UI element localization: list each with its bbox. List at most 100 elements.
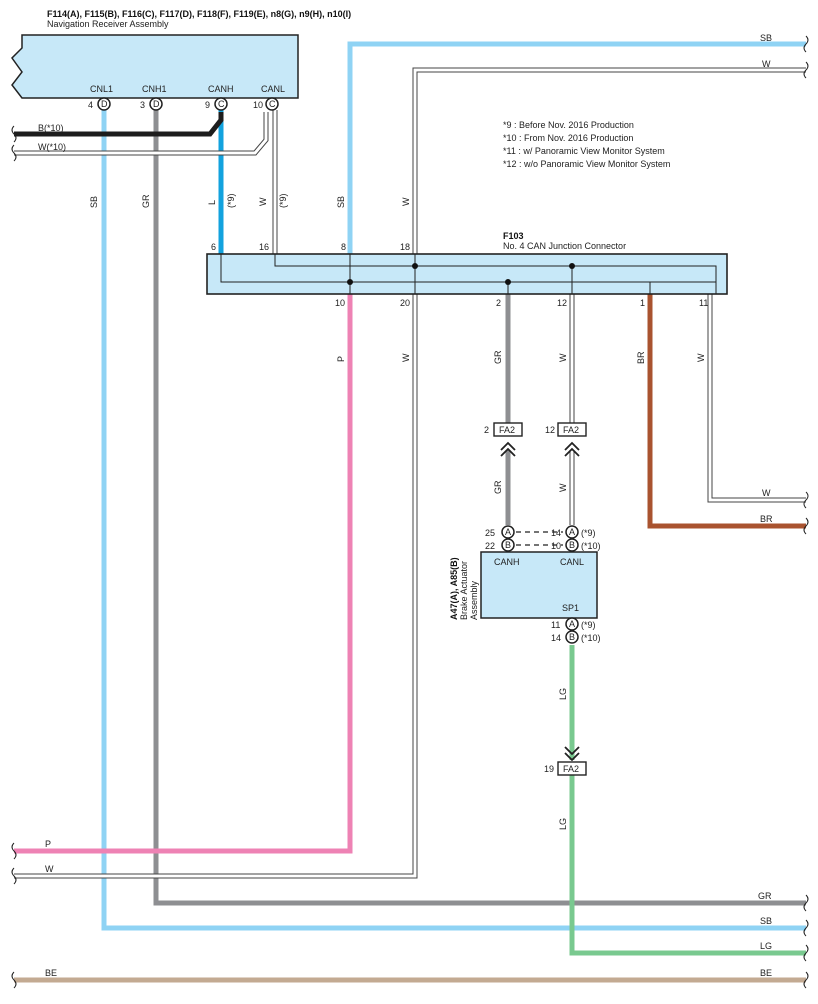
pin-label-cnh1: CNH1 — [142, 84, 167, 94]
wire-w-pin11-outer — [707, 293, 806, 503]
wire-label-gr: GR — [141, 194, 151, 208]
nav-pin-num-3: 3 — [140, 100, 145, 110]
fa2-pin-num: 2 — [484, 425, 489, 435]
nav-pin-num-9: 9 — [205, 100, 210, 110]
bottom-label-w: W — [45, 864, 54, 874]
splice-dot — [505, 279, 511, 285]
fa2-box — [493, 422, 523, 437]
bottom-label-sb: SB — [760, 916, 772, 926]
fa2-pin-num: 12 — [545, 425, 555, 435]
pin-label-canh: CANH — [208, 84, 234, 94]
wire-label-w5: W — [696, 353, 706, 362]
note-12: *12 : w/o Panoramic View Monitor System — [503, 159, 670, 169]
chevron-down-icon — [564, 746, 580, 762]
wire-w-bottom-outer — [14, 293, 418, 879]
wire-label-lg2: LG — [558, 818, 568, 830]
edge-label-w-mid: W — [762, 488, 771, 498]
branch-label-b: B(*10) — [38, 123, 64, 133]
terminal-circle — [97, 97, 111, 111]
pin-label-canl: CANL — [261, 84, 285, 94]
fa2-box — [557, 761, 587, 776]
nav-pin-letter: C — [269, 99, 276, 109]
junction-pin-12: 12 — [557, 298, 567, 308]
chevron-up-icon — [564, 441, 580, 457]
brake-pin-letter: B — [505, 540, 511, 550]
terminal-circle — [214, 97, 228, 111]
terminal-circle — [565, 630, 579, 644]
sp1-pin-num-14: 14 — [551, 633, 561, 643]
junction-bus-1 — [220, 254, 717, 294]
terminal-circle — [149, 97, 163, 111]
wire-label-w3: W — [401, 353, 411, 362]
nav-pin-letter: C — [218, 99, 225, 109]
wire-label-w6: W — [558, 483, 568, 492]
junction-name: No. 4 CAN Junction Connector — [503, 241, 626, 251]
fa2-box — [557, 422, 587, 437]
wire-label-w: W — [258, 197, 268, 206]
brake-pin-note: (*9) — [581, 528, 596, 538]
brake-actuator-box[interactable] — [480, 551, 598, 619]
navigation-receiver-box[interactable] — [11, 34, 299, 99]
wire-label-l: L — [207, 200, 217, 205]
terminal-circle — [565, 617, 579, 631]
terminal-circle — [565, 538, 579, 552]
sp1-pin-letter: A — [569, 619, 575, 629]
pin-label-cnl1: CNL1 — [90, 84, 113, 94]
junction-pin-8: 8 — [341, 242, 346, 252]
terminal-circle — [565, 525, 579, 539]
wire-label-sb: SB — [89, 196, 99, 208]
fa2-label: FA2 — [563, 764, 579, 774]
wire-w-top-inner — [413, 68, 806, 255]
component-name: Navigation Receiver Assembly — [47, 19, 169, 29]
splice-dot — [412, 263, 418, 269]
sp1-pin-note: (*10) — [581, 633, 601, 643]
splice-dot — [569, 263, 575, 269]
wire-label-gr2: GR — [493, 350, 503, 364]
wire-gr-cnh1 — [153, 104, 806, 906]
junction-pin-20: 20 — [400, 298, 410, 308]
wire-br — [647, 293, 806, 529]
sp1-pin-note: (*9) — [581, 620, 596, 630]
wire-sb-cnl1 — [101, 104, 806, 931]
wire-label-br: BR — [636, 351, 646, 364]
splice-dot — [347, 279, 353, 285]
brake-pin-num-25: 25 — [485, 528, 495, 538]
chevron-up-icon — [500, 441, 516, 457]
wire-label-p: P — [336, 356, 346, 362]
wire-label-w4: W — [558, 353, 568, 362]
fa2-connector-12[interactable]: 12 FA2 — [545, 422, 587, 457]
nav-pin-num-10: 10 — [253, 100, 263, 110]
bottom-label-be-left: BE — [45, 968, 57, 978]
nav-pin-num-4: 4 — [88, 100, 93, 110]
can-junction-connector[interactable] — [206, 253, 728, 295]
brake-sp1: SP1 — [562, 603, 579, 613]
sp1-pin-letter: B — [569, 632, 575, 642]
fa2-connector-2[interactable]: 2 FA2 — [484, 422, 523, 457]
fa2-pin-num: 19 — [544, 764, 554, 774]
brake-pin-num-10: 10 — [551, 541, 561, 551]
edge-label-br-mid: BR — [760, 514, 773, 524]
connector-list: F114(A), F115(B), F116(C), F117(D), F118… — [47, 9, 351, 19]
wire-label-gr3: GR — [493, 480, 503, 494]
edge-label-sb: SB — [760, 33, 772, 43]
junction-pin-16: 16 — [259, 242, 269, 252]
wire-label-l-note: (*9) — [226, 193, 236, 208]
fa2-connector-19[interactable]: 19 FA2 — [544, 746, 587, 776]
brake-canl: CANL — [560, 557, 584, 567]
terminal-circle — [501, 538, 515, 552]
brake-pin-letter: A — [505, 527, 511, 537]
bottom-label-gr: GR — [758, 891, 772, 901]
junction-pin-1: 1 — [640, 298, 645, 308]
wire-w-bottom-inner — [14, 293, 417, 878]
wire-b-branch — [14, 112, 224, 137]
bottom-label-lg: LG — [760, 941, 772, 951]
junction-pin-18: 18 — [400, 242, 410, 252]
branch-label-w: W(*10) — [38, 142, 66, 152]
note-9: *9 : Before Nov. 2016 Production — [503, 120, 634, 130]
bottom-label-p: P — [45, 839, 51, 849]
brake-name-2: Assembly — [469, 580, 479, 620]
wire-w-pin11-inner — [708, 293, 806, 502]
sp1-pin-num-11: 11 — [551, 620, 560, 630]
brake-pin-note: (*10) — [581, 541, 601, 551]
